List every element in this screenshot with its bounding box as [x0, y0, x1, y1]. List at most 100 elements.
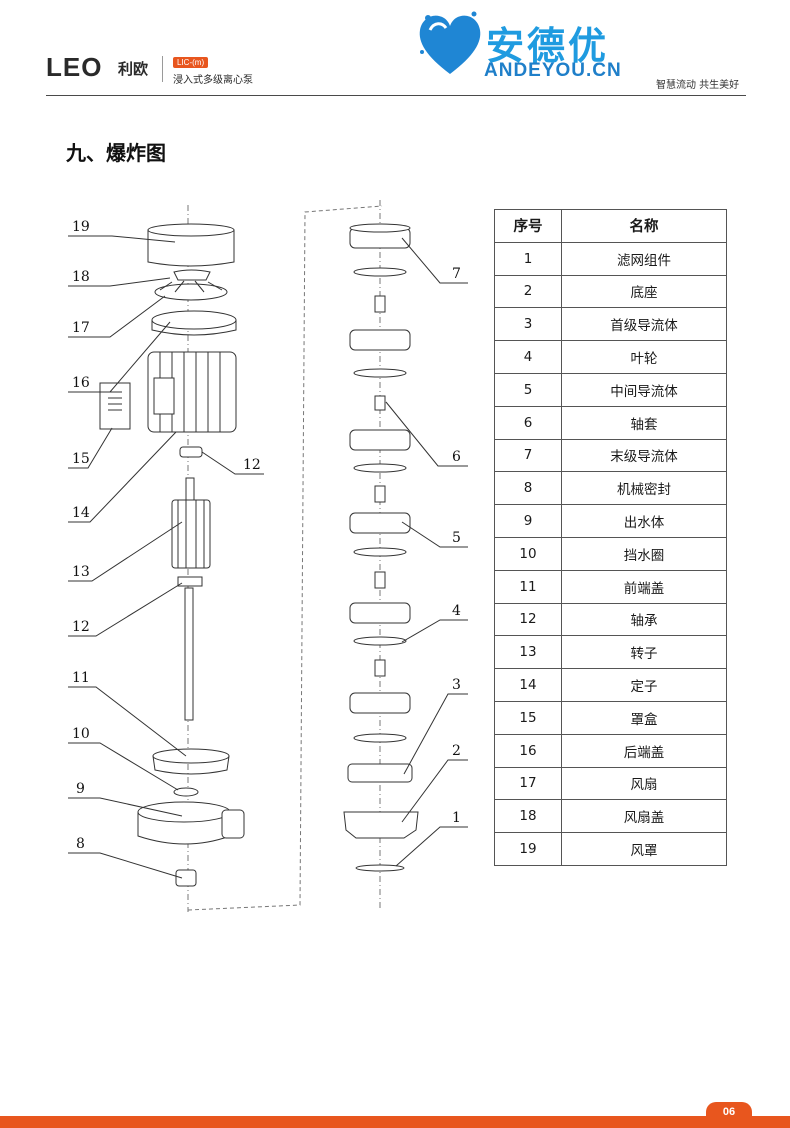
part-fan-cap	[173, 269, 211, 281]
label-11: 11	[72, 670, 90, 686]
watermark-url: ANDEYOU.CN	[484, 60, 622, 81]
row-name: 挡水圈	[561, 536, 727, 571]
row-name: 滤网组件	[561, 241, 727, 276]
row-name: 轴承	[561, 602, 727, 637]
row-no: 16	[494, 733, 562, 768]
header-name: 名称	[561, 209, 727, 243]
part-base	[343, 811, 419, 839]
row-no: 12	[494, 602, 562, 637]
watermark-text: 安德优	[486, 23, 610, 68]
cover-box-ribs	[108, 391, 122, 411]
header-divider	[162, 56, 163, 82]
row-name: 机械密封	[561, 471, 727, 506]
row-no: 15	[494, 700, 562, 735]
label-3: 3	[452, 677, 461, 693]
product-name: 浸入式多级离心泵	[173, 75, 253, 86]
part-sleeve-d	[374, 659, 386, 677]
part-last-stage-diffuser	[349, 223, 411, 249]
label-15: 15	[72, 451, 90, 467]
row-no: 17	[494, 766, 562, 801]
part-fan-cover	[147, 223, 235, 267]
row-name: 末级导流体	[561, 438, 727, 473]
part-diffuser-b	[349, 429, 411, 451]
part-rear-end-cover	[151, 310, 237, 336]
label-4: 4	[452, 603, 461, 619]
label-2: 2	[452, 743, 461, 759]
header-no: 序号	[494, 209, 562, 243]
part-fan	[154, 280, 228, 301]
slogan: 智慧流动 共生美好	[656, 80, 740, 91]
footer-bar	[0, 1116, 790, 1128]
part-rotor	[171, 477, 211, 569]
label-16: 16	[72, 375, 90, 391]
row-name: 首级导流体	[561, 307, 727, 342]
part-diffuser-a	[349, 329, 411, 351]
row-name: 转子	[561, 635, 727, 670]
brand-cn: 利欧	[118, 60, 149, 78]
part-cover-box	[99, 382, 131, 430]
part-shaft-sleeve	[374, 395, 386, 411]
part-outlet-body	[137, 801, 245, 845]
row-no: 10	[494, 536, 562, 571]
part-bearing-bottom	[177, 576, 203, 587]
part-first-stage-diffuser	[347, 763, 413, 783]
part-impeller-c	[353, 463, 407, 473]
label-5: 5	[452, 530, 461, 546]
model-badge: LIC-(m)	[173, 57, 209, 68]
row-name: 叶轮	[561, 340, 727, 374]
label-13: 13	[72, 564, 90, 580]
row-no: 2	[494, 274, 562, 309]
row-no: 5	[494, 372, 562, 407]
label-10: 10	[72, 726, 90, 742]
row-name: 出水体	[561, 504, 727, 538]
label-12-right: 12	[243, 457, 261, 473]
part-diffuser-c	[349, 602, 411, 624]
row-no: 6	[494, 405, 562, 440]
row-name: 前端盖	[561, 569, 727, 604]
table-header-row: 序号 名称	[494, 209, 727, 243]
part-sleeve-b	[374, 485, 386, 503]
label-18: 18	[72, 269, 90, 285]
row-no: 19	[494, 832, 562, 866]
section-title: 九、爆炸图	[66, 141, 166, 165]
part-impeller-b	[353, 368, 407, 378]
label-17: 17	[72, 320, 90, 336]
row-name: 轴套	[561, 405, 727, 440]
label-9: 9	[76, 781, 85, 797]
row-name: 风扇	[561, 766, 727, 801]
label-1: 1	[452, 810, 461, 826]
label-14: 14	[72, 505, 90, 521]
label-6: 6	[452, 449, 461, 465]
label-8: 8	[76, 836, 85, 852]
row-no: 1	[494, 241, 562, 276]
part-impeller-e	[353, 733, 407, 743]
page-number: 06	[706, 1102, 752, 1122]
part-sleeve-c	[374, 571, 386, 589]
label-12-left: 12	[72, 619, 90, 635]
row-name: 后端盖	[561, 733, 727, 768]
assembly-link-line	[187, 205, 383, 911]
row-no: 4	[494, 340, 562, 374]
row-no: 3	[494, 307, 562, 342]
row-no: 14	[494, 668, 562, 702]
heart-logo-icon	[419, 11, 481, 74]
part-mechanical-seal	[175, 869, 197, 887]
